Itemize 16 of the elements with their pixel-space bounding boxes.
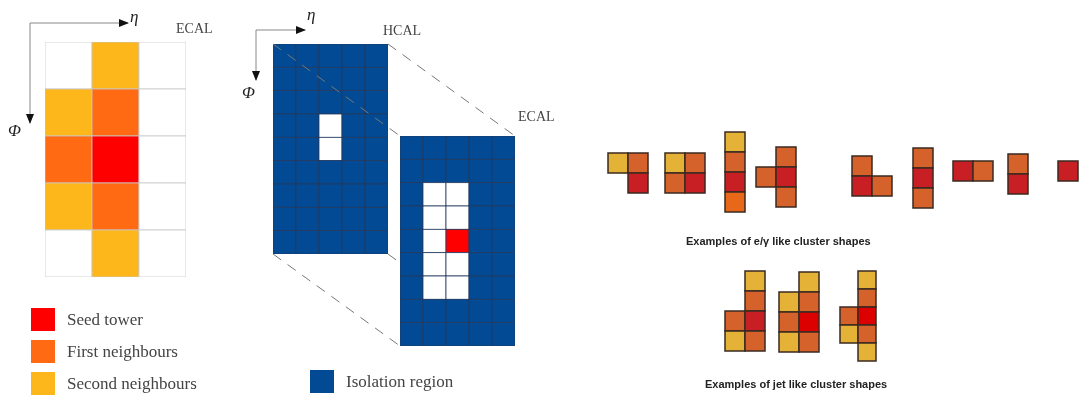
axis-label: Φ bbox=[242, 82, 255, 104]
projection-line bbox=[272, 253, 401, 347]
legend-text: Isolation region bbox=[346, 371, 454, 393]
projection-line bbox=[387, 43, 516, 137]
grid-label: ECAL bbox=[176, 20, 213, 38]
caption-text: Examples of jet like cluster shapes bbox=[705, 377, 888, 392]
legend-text: Second neighbours bbox=[67, 373, 197, 395]
projection-line bbox=[272, 43, 401, 137]
axis-label: η bbox=[130, 6, 139, 28]
axis-label: Φ bbox=[8, 120, 21, 142]
legend-text: Seed tower bbox=[67, 309, 143, 331]
legend-text: First neighbours bbox=[67, 341, 178, 363]
grid-label: ECAL bbox=[518, 108, 555, 126]
axis-label: η bbox=[307, 4, 316, 26]
caption-text: Examples of e/γ like cluster shapes bbox=[686, 234, 871, 249]
grid-label: HCAL bbox=[383, 22, 422, 40]
